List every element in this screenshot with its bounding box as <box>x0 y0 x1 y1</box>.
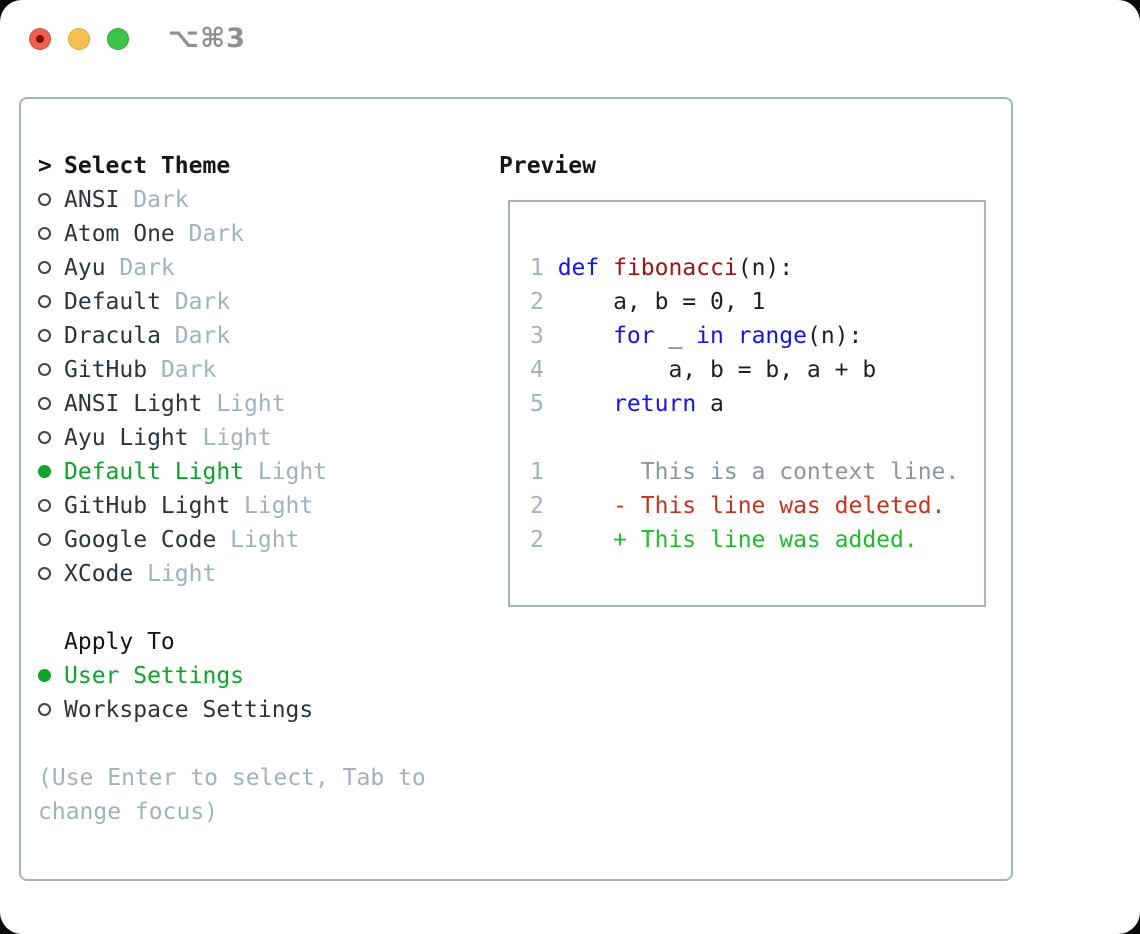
theme-name: Default Light <box>64 459 245 485</box>
theme-item-default-light-light[interactable]: Default Light Light <box>38 455 462 489</box>
theme-variant: Dark <box>160 323 231 349</box>
code-line: 4 a, b = b, a + b <box>530 353 984 387</box>
theme-name: Google Code <box>64 527 217 553</box>
record-dot-icon <box>36 35 44 43</box>
radio-icon <box>38 183 64 217</box>
spacer <box>38 727 462 761</box>
theme-item-github-dark[interactable]: GitHub Dark <box>38 353 462 387</box>
code-line: 5 return a <box>530 387 984 421</box>
theme-variant: Light <box>133 561 217 587</box>
line-number: 2 <box>530 289 544 315</box>
theme-variant: Dark <box>119 187 189 213</box>
diff-line-added: 2 + This line was added. <box>530 523 984 557</box>
theme-variant: Light <box>202 391 286 417</box>
theme-item-ayu-light-light[interactable]: Ayu Light Light <box>38 421 462 455</box>
theme-item-dracula-dark[interactable]: Dracula Dark <box>38 319 462 353</box>
theme-name: ANSI Light <box>64 391 203 417</box>
window-title: ⌥⌘3 <box>168 23 246 54</box>
line-number: 3 <box>530 323 544 349</box>
theme-variant: Dark <box>160 289 231 315</box>
theme-item-ansi-dark[interactable]: ANSI Dark <box>38 183 462 217</box>
line-number: 1 <box>530 459 544 485</box>
radio-icon <box>38 455 64 489</box>
radio-icon <box>38 693 64 727</box>
theme-name: Ayu <box>64 255 106 281</box>
apply-option-user-settings[interactable]: User Settings <box>38 659 462 693</box>
theme-item-github-light-light[interactable]: GitHub Light Light <box>38 489 462 523</box>
theme-item-default-dark[interactable]: Default Dark <box>38 285 462 319</box>
apply-option-label: Workspace Settings <box>64 697 314 723</box>
theme-name: GitHub Light <box>64 493 231 519</box>
line-number: 5 <box>530 391 544 417</box>
radio-icon <box>38 353 64 387</box>
theme-variant: Dark <box>105 255 175 281</box>
theme-name: Dracula <box>64 323 161 349</box>
theme-name: GitHub <box>64 357 148 383</box>
radio-icon <box>38 421 64 455</box>
minimize-button[interactable] <box>68 28 90 50</box>
radio-icon <box>38 523 64 557</box>
close-button[interactable] <box>29 28 51 50</box>
theme-variant: Dark <box>147 357 217 383</box>
apply-to-title: Apply To <box>64 629 175 655</box>
theme-item-ayu-dark[interactable]: Ayu Dark <box>38 251 462 285</box>
code-line: 3 for _ in range(n): <box>530 319 984 353</box>
code-line: 2 a, b = 0, 1 <box>530 285 984 319</box>
radio-icon <box>38 319 64 353</box>
cursor-prefix: > <box>38 153 52 179</box>
theme-item-atom-one-dark[interactable]: Atom One Dark <box>38 217 462 251</box>
theme-item-xcode-light[interactable]: XCode Light <box>38 557 462 591</box>
apply-option-workspace-settings[interactable]: Workspace Settings <box>38 693 462 727</box>
theme-variant: Dark <box>174 221 245 247</box>
titlebar: ⌥⌘3 <box>29 23 246 54</box>
line-number: 2 <box>530 493 544 519</box>
theme-name: ANSI <box>64 187 120 213</box>
theme-name: XCode <box>64 561 134 587</box>
keyboard-hint: (Use Enter to select, Tab to change focu… <box>38 765 426 825</box>
theme-item-google-code-light[interactable]: Google Code Light <box>38 523 462 557</box>
diff-line-deleted: 2 - This line was deleted. <box>530 489 984 523</box>
radio-icon <box>38 251 64 285</box>
diff-block: 1 This is a context line.2 - This line w… <box>530 455 984 557</box>
radio-icon <box>38 489 64 523</box>
spacer <box>38 591 462 625</box>
theme-item-ansi-light-light[interactable]: ANSI Light Light <box>38 387 462 421</box>
theme-variant: Light <box>216 527 300 553</box>
theme-variant: Light <box>244 459 328 485</box>
radio-icon <box>38 557 64 591</box>
radio-icon <box>38 285 64 319</box>
apply-to-header: Apply To <box>38 625 462 659</box>
select-theme-header: > Select Theme <box>38 149 462 183</box>
radio-icon <box>38 387 64 421</box>
theme-name: Default <box>64 289 161 315</box>
theme-name: Ayu Light <box>64 425 189 451</box>
line-number: 2 <box>530 527 544 553</box>
theme-variant: Light <box>230 493 314 519</box>
line-number: 4 <box>530 357 544 383</box>
preview-header: Preview <box>499 149 999 183</box>
preview-title: Preview <box>499 153 596 179</box>
spacer <box>530 421 984 455</box>
radio-icon <box>38 217 64 251</box>
diff-line-context: 1 This is a context line. <box>530 455 984 489</box>
theme-name: Atom One <box>64 221 175 247</box>
line-number: 1 <box>530 255 544 281</box>
apply-option-label: User Settings <box>64 663 245 689</box>
select-theme-title: Select Theme <box>64 153 231 179</box>
theme-variant: Light <box>188 425 272 451</box>
maximize-button[interactable] <box>107 28 129 50</box>
radio-icon <box>38 659 64 693</box>
